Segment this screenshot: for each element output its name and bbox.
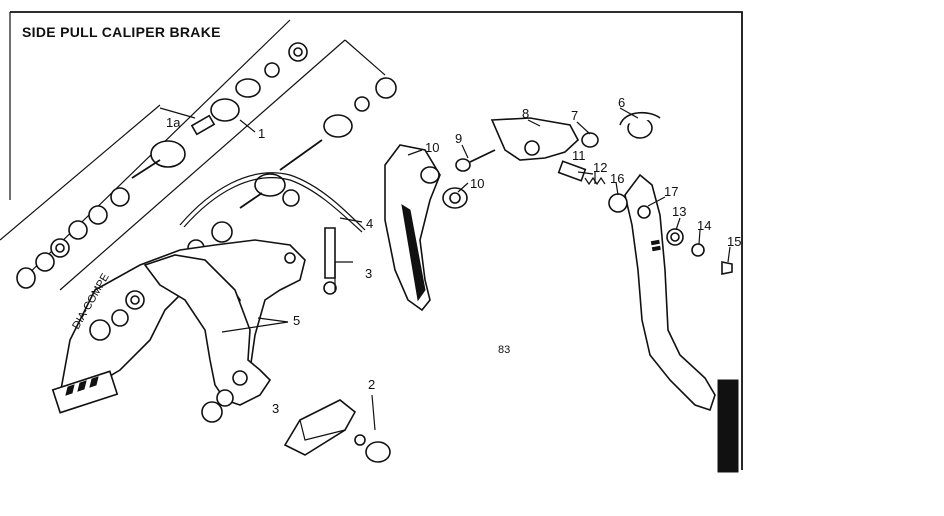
diagram-title: SIDE PULL CALIPER BRAKE (22, 24, 221, 40)
callout-11: 11 (572, 148, 586, 163)
assembly-1-hardware (59, 39, 397, 291)
callout-4: 4 (366, 216, 373, 231)
brake-cable (179, 172, 366, 295)
callout-7: 7 (571, 108, 578, 123)
callout-6: 6 (618, 95, 625, 110)
callout-13: 13 (672, 204, 686, 219)
brake-lever-left (384, 144, 496, 312)
brake-shoe (283, 399, 391, 463)
callout-15: 15 (727, 234, 741, 249)
page-code: 83 (498, 344, 510, 356)
callout-leaders (159, 107, 731, 431)
callout-3b: 3 (272, 401, 279, 416)
callout-9: 9 (455, 131, 462, 146)
diagram-frame (9, 11, 743, 473)
assembly-1a-hardware (0, 19, 308, 289)
callout-16: 16 (610, 171, 624, 186)
callout-2: 2 (368, 377, 375, 392)
callout-17: 17 (664, 184, 678, 199)
caliper-arms: DIA-COMPE (51, 239, 306, 423)
callout-10a: 10 (425, 140, 439, 155)
lever-brand-mark: ▮▮ (649, 238, 663, 252)
callout-labels: 1a 1 2 3 3 4 5 6 7 8 9 10 10 11 12 13 14… (166, 95, 741, 416)
callout-14: 14 (697, 218, 711, 233)
callout-8: 8 (522, 106, 529, 121)
callout-5: 5 (293, 313, 300, 328)
callout-3a: 3 (365, 266, 372, 281)
callout-12: 12 (593, 160, 607, 175)
callout-1a: 1a (166, 115, 181, 130)
brake-lever-right: ▮▮ (608, 173, 733, 412)
callout-10b: 10 (470, 176, 484, 191)
callout-1: 1 (258, 126, 265, 141)
lever-body-clamp (490, 111, 661, 186)
